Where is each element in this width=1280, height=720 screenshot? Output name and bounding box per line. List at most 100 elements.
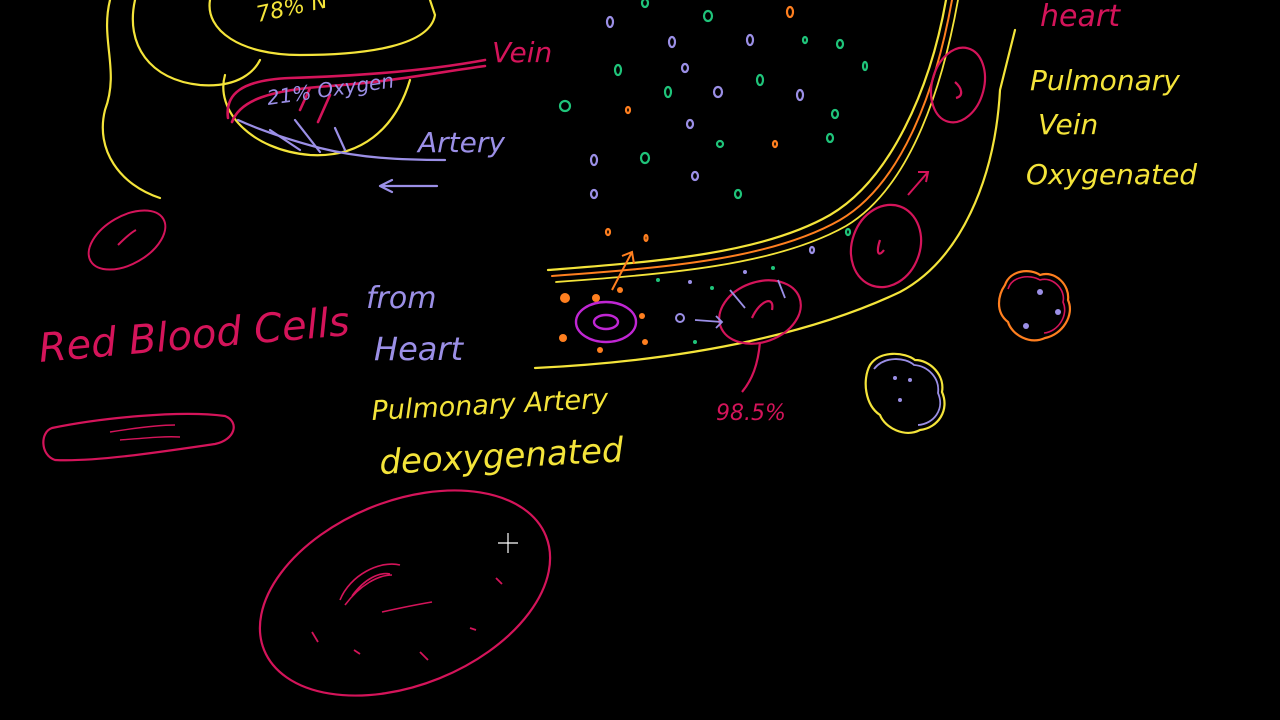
- air-molecules: [558, 0, 869, 255]
- side-view-red-blood-cell: [42, 412, 235, 462]
- vein-label: Vein: [492, 36, 552, 69]
- heart-label: Heart: [374, 330, 465, 368]
- platelet-cell-outline: [864, 352, 946, 434]
- pulmonary-vein-label-line2: Vein: [1038, 108, 1098, 141]
- cell-granule: [908, 378, 912, 382]
- oxygen-particle: [675, 313, 685, 323]
- nitrogen-molecule: [844, 227, 852, 237]
- lung-outline: [101, 0, 162, 200]
- nitrogen-molecule: [663, 85, 673, 99]
- vein-lower-line: [230, 64, 487, 124]
- rbc-vein-upper: [929, 46, 987, 124]
- co2-particle: [560, 293, 570, 303]
- pulmonary-artery-label: Pulmonary Artery: [371, 384, 610, 427]
- co2-molecule: [785, 5, 795, 19]
- cell-granule: [1023, 323, 1029, 329]
- co2-molecule: [604, 227, 612, 237]
- vein-upper-line: [226, 58, 487, 120]
- capillary-wall-inner: [555, 0, 959, 283]
- oxygen-molecule: [690, 170, 700, 182]
- pen-cursor-icon: [498, 533, 518, 553]
- nitrogen-molecule: [830, 108, 840, 120]
- artery-branches: [268, 118, 347, 154]
- oxygen-molecule: [745, 33, 755, 47]
- nitrogen-molecule: [733, 188, 743, 200]
- large-rbc-stroke: [381, 601, 433, 613]
- co2-particle: [597, 347, 603, 353]
- nitrogen-molecule: [861, 60, 869, 72]
- small-rbc-center: [117, 229, 137, 246]
- heart-top-label: heart: [1040, 0, 1121, 34]
- oxygen-diffusion-arrows: [694, 279, 786, 329]
- capillary-wall-outer: [533, 28, 1017, 370]
- blood-flow-arrow: [907, 171, 930, 196]
- nitrogen-particle: [656, 278, 660, 282]
- large-red-blood-cell: [258, 489, 552, 697]
- large-rbc-outline: [258, 489, 552, 697]
- nitrogen-molecule: [801, 35, 809, 45]
- white-blood-cell-outline: [997, 270, 1071, 342]
- rbc-vein-lower-center: [876, 239, 885, 255]
- oxygen-molecule: [589, 188, 599, 200]
- nitrogen-molecule: [558, 99, 572, 113]
- vein-drawing: [226, 58, 487, 124]
- nitrogen-label: 78% N: [254, 0, 330, 28]
- nitrogen-molecule: [613, 63, 623, 77]
- co2-molecule: [624, 105, 632, 115]
- co2-diffusion-arrow: [611, 250, 635, 291]
- oxygen-particle: [743, 270, 747, 274]
- oxygen-molecule: [712, 85, 724, 99]
- alveolus-inner: [208, 0, 437, 57]
- cell-granule: [893, 376, 897, 380]
- platelet-cell-inner: [873, 358, 941, 426]
- oxygen-molecule: [795, 88, 805, 102]
- nitrogen-molecule: [825, 132, 835, 144]
- saturation-pointer: [741, 341, 762, 393]
- nitrogen-molecule: [640, 0, 650, 9]
- alveolar-wall-line: [546, 0, 948, 272]
- side-rbc-outline: [42, 412, 235, 462]
- artery-line: [236, 118, 447, 162]
- co2-molecule: [771, 139, 779, 149]
- oxygen-molecule: [589, 153, 599, 167]
- cell-granule: [1037, 289, 1043, 295]
- saturation-label: 98.5%: [716, 401, 786, 426]
- oxygen-molecule: [667, 35, 677, 49]
- white-blood-cell-inner: [1007, 275, 1066, 334]
- nitrogen-molecule: [702, 9, 714, 23]
- rbc-oxygenating-center: [750, 300, 774, 319]
- nitrogen-molecule: [639, 151, 651, 165]
- nitrogen-molecule: [755, 73, 765, 87]
- oxygenated-label: Oxygenated: [1026, 158, 1197, 191]
- vein-branches: [298, 86, 332, 124]
- oxygen-arrow: [694, 315, 724, 329]
- artery-drawing: [236, 118, 447, 194]
- rbc-purple-center: [592, 313, 620, 331]
- artery-label: Artery: [416, 126, 505, 159]
- oxygen-molecule: [680, 62, 690, 74]
- co2-particle: [592, 294, 600, 302]
- nitrogen-particle: [710, 286, 714, 290]
- oxygen-arrow: [777, 279, 786, 299]
- oxygen-particle: [688, 280, 692, 284]
- alveolar-wall: [533, 0, 1017, 370]
- co2-particle: [559, 334, 567, 342]
- rbc-purple-outline: [574, 300, 638, 344]
- oxygen-label: 21% Oxygen: [265, 68, 395, 110]
- oxygen-molecule: [685, 118, 695, 130]
- large-rbc-hemoglobin: [339, 563, 401, 606]
- co2-particle: [642, 339, 648, 345]
- co2-molecule: [643, 233, 649, 243]
- rbc-vein-upper-center: [954, 81, 963, 100]
- large-rbc-dots: [311, 577, 503, 661]
- from-label: from: [366, 281, 436, 316]
- nitrogen-molecule: [715, 139, 725, 149]
- oxygen-arrow: [729, 289, 746, 309]
- small-rbc-outline: [87, 209, 167, 271]
- nitrogen-particle: [693, 340, 697, 344]
- alveolus-outer: [131, 0, 262, 87]
- red-blood-cells-label: Red Blood Cells: [37, 299, 352, 372]
- deoxygenated-label: deoxygenated: [378, 430, 624, 483]
- rbc-oxygenating-outline: [718, 279, 802, 345]
